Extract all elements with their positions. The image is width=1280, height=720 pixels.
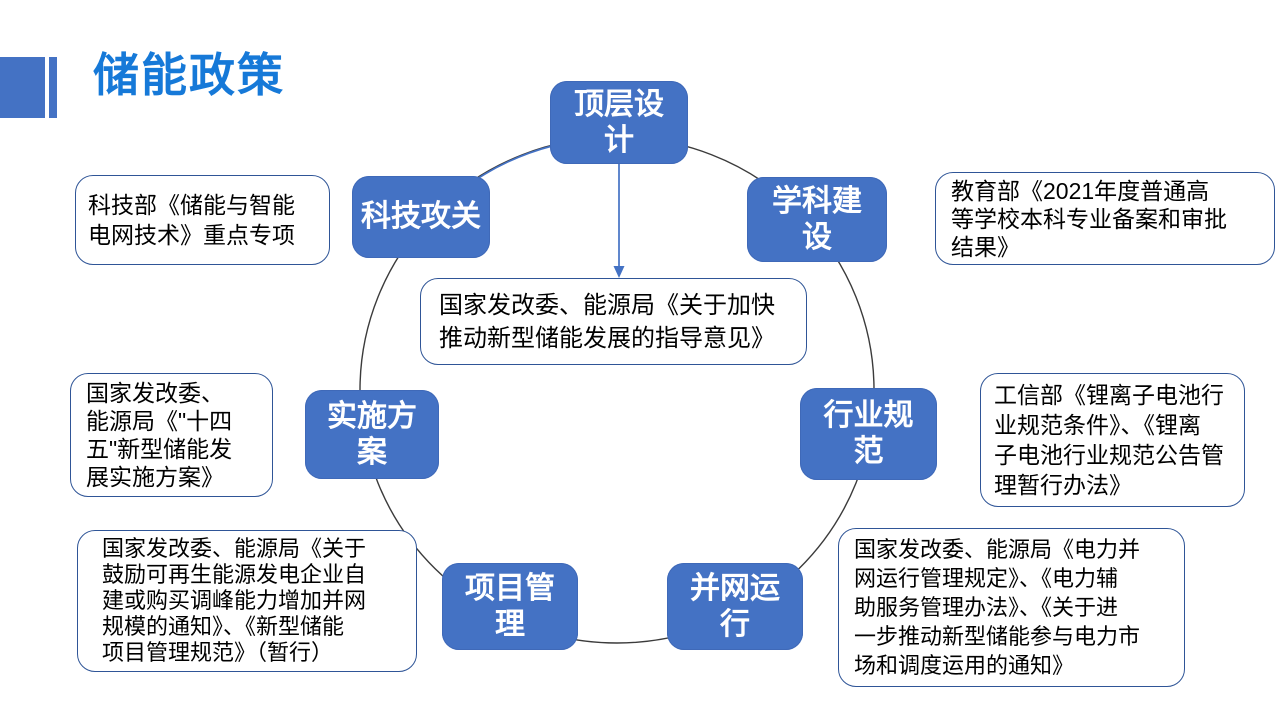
node-label: 实施方案 bbox=[327, 399, 417, 469]
node-implementation-plan: 实施方案 bbox=[305, 390, 439, 479]
node-industry-standard: 行业规范 bbox=[800, 388, 937, 480]
title-accent-square bbox=[0, 57, 45, 118]
node-label: 学科建设 bbox=[772, 184, 862, 254]
annotation-text: 国家发改委、能源局《电力并 网运行管理规定》、《电力辅 助服务管理办法》、《关于… bbox=[854, 537, 1141, 678]
node-label: 行业规范 bbox=[823, 399, 914, 468]
annotation-text: 科技部《储能与智能 电网技术》重点专项 bbox=[88, 192, 295, 248]
node-label: 顶层设计 bbox=[574, 87, 664, 157]
annotation-center-policy: 国家发改委、能源局《关于加快 推动新型储能发展的指导意见》 bbox=[420, 278, 807, 365]
annotation-text: 教育部《2021年度普通高 等学校本科专业备案和审批 结果》 bbox=[951, 177, 1227, 260]
page-title: 储能政策 bbox=[93, 49, 285, 101]
node-label: 科技攻关 bbox=[361, 200, 481, 233]
node-label: 并网运行 bbox=[690, 571, 780, 641]
annotation-implementation-plan: 国家发改委、 能源局《"十四 五"新型储能发 展实施方案》 bbox=[70, 373, 273, 497]
annotation-grid-operation: 国家发改委、能源局《电力并 网运行管理规定》、《电力辅 助服务管理办法》、《关于… bbox=[838, 528, 1185, 687]
annotation-text: 国家发改委、 能源局《"十四 五"新型储能发 展实施方案》 bbox=[86, 380, 233, 490]
annotation-text: 国家发改委、能源局《关于加快 推动新型储能发展的指导意见》 bbox=[439, 291, 775, 352]
annotation-industry-regulation: 工信部《锂离子电池行 业规范条件》、《锂离 子电池行业规范公告管 理暂行办法》 bbox=[980, 373, 1245, 507]
node-label: 项目管理 bbox=[465, 571, 555, 641]
annotation-education-ministry: 教育部《2021年度普通高 等学校本科专业备案和审批 结果》 bbox=[935, 172, 1275, 265]
node-grid-operation: 并网运行 bbox=[667, 563, 803, 650]
annotation-science-ministry: 科技部《储能与智能 电网技术》重点专项 bbox=[75, 175, 330, 265]
title-accent-bar bbox=[49, 57, 57, 118]
annotation-project-management: 国家发改委、能源局《关于 鼓励可再生能源发电企业自 建或购买调峰能力增加并网 规… bbox=[77, 530, 417, 672]
center-arrow-head-icon bbox=[613, 266, 625, 278]
node-project-management: 项目管理 bbox=[442, 563, 578, 650]
node-tech-research: 科技攻关 bbox=[352, 176, 490, 258]
node-discipline-construction: 学科建设 bbox=[747, 177, 887, 262]
node-top-level-design: 顶层设计 bbox=[550, 81, 688, 164]
annotation-text: 国家发改委、能源局《关于 鼓励可再生能源发电企业自 建或购买调峰能力增加并网 规… bbox=[102, 536, 367, 665]
annotation-text: 工信部《锂离子电池行 业规范条件》、《锂离 子电池行业规范公告管 理暂行办法》 bbox=[994, 382, 1224, 498]
